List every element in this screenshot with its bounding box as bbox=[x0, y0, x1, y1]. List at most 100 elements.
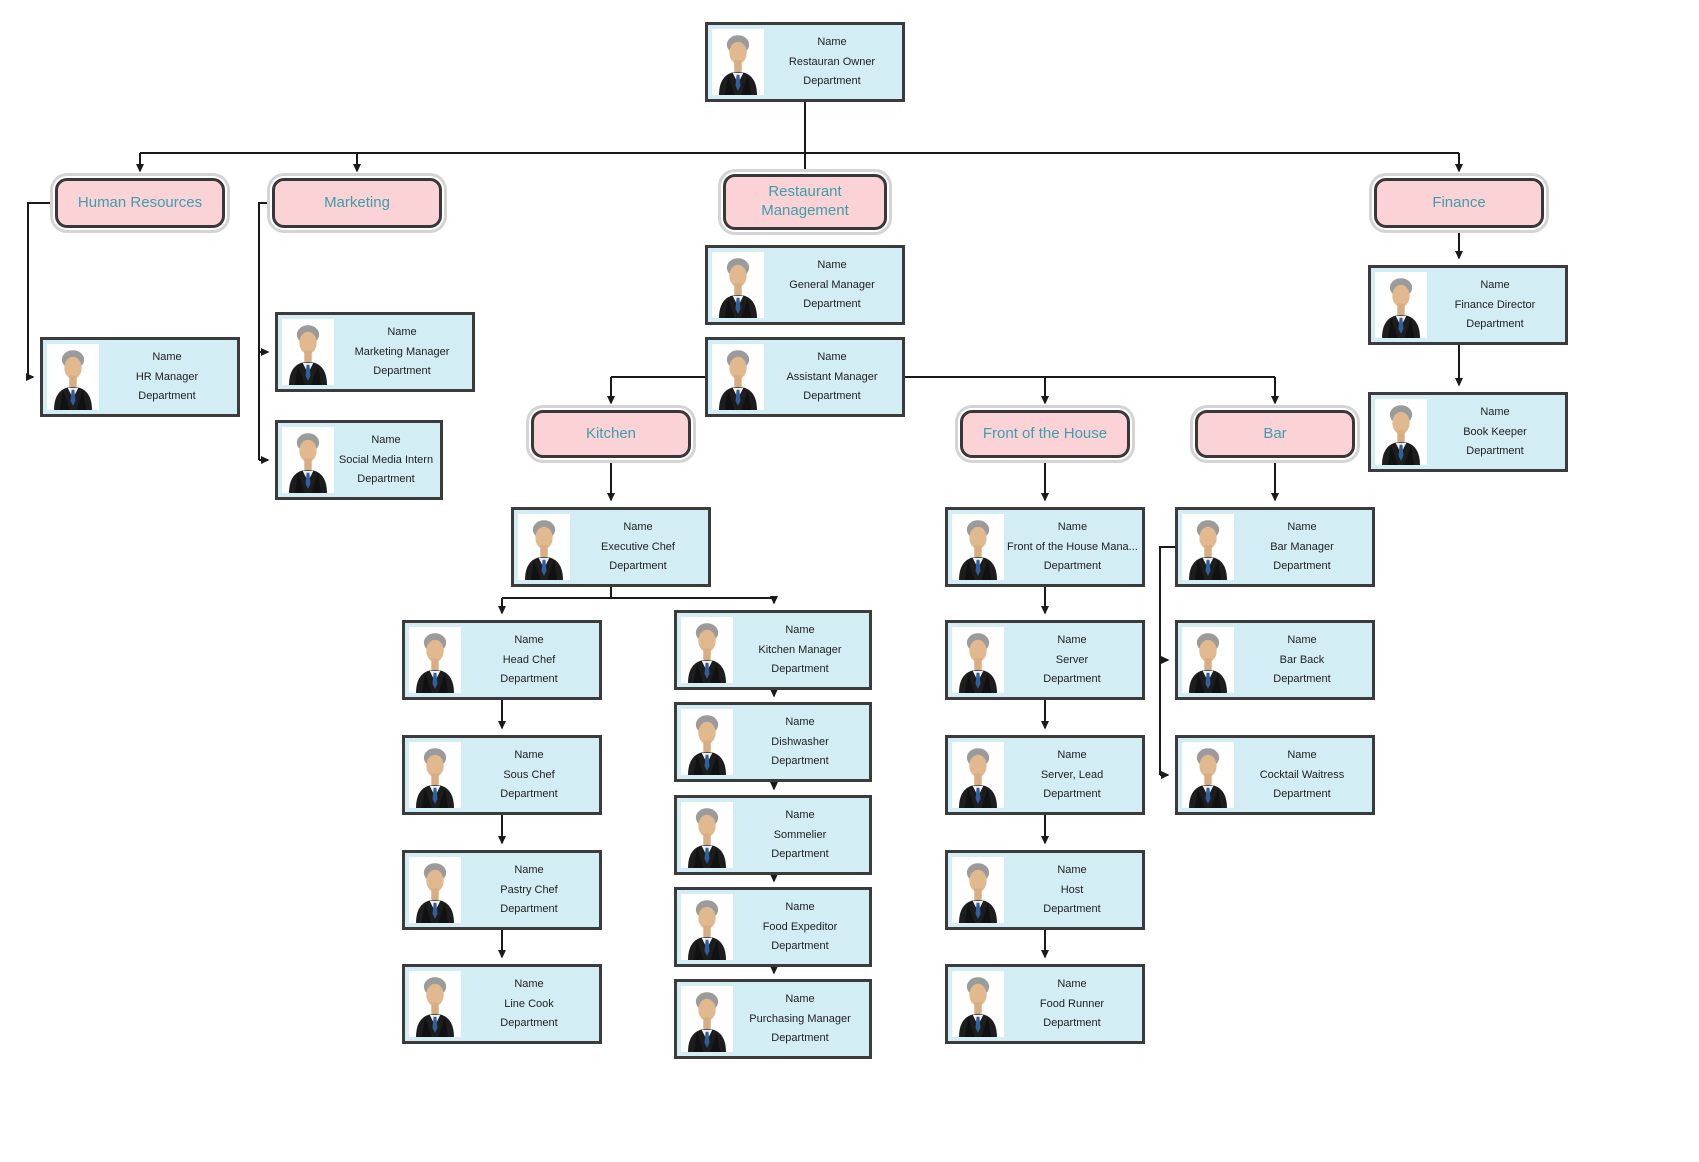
card-social-media-intern[interactable]: Name Social Media Intern Department bbox=[275, 420, 443, 500]
card-general-manager[interactable]: Name General Manager Department bbox=[705, 245, 905, 325]
card-food-expeditor[interactable]: Name Food Expeditor Department bbox=[674, 887, 872, 967]
person-avatar-icon bbox=[1375, 399, 1427, 465]
department-field-label: Department bbox=[500, 673, 558, 685]
connector-marketing-hook bbox=[258, 202, 272, 460]
name-label: Name bbox=[371, 434, 401, 446]
department-field-label: Department bbox=[500, 788, 558, 800]
role-label: Book Keeper bbox=[1463, 425, 1527, 438]
card-bar-manager[interactable]: Name Bar Manager Department bbox=[1175, 507, 1375, 587]
person-photo bbox=[1182, 627, 1234, 693]
person-avatar-icon bbox=[409, 742, 461, 808]
person-photo bbox=[1375, 272, 1427, 338]
department-field-label: Department bbox=[609, 560, 667, 572]
person-avatar-icon bbox=[681, 894, 733, 960]
name-label: Name bbox=[1287, 749, 1317, 761]
name-label: Name bbox=[514, 634, 544, 646]
card-head-chef[interactable]: Name Head Chef Department bbox=[402, 620, 602, 700]
person-photo bbox=[681, 986, 733, 1052]
dept-restaurant-management[interactable]: Restaurant Management bbox=[723, 174, 887, 230]
department-label: Bar bbox=[1263, 424, 1287, 442]
card-line-cook[interactable]: Name Line Cook Department bbox=[402, 964, 602, 1044]
dept-bar[interactable]: Bar bbox=[1195, 410, 1355, 458]
role-label: Food Expeditor bbox=[762, 920, 838, 933]
role-label: Bar Manager bbox=[1270, 540, 1334, 553]
card-pastry-chef[interactable]: Name Pastry Chef Department bbox=[402, 850, 602, 930]
card-restaurant-owner[interactable]: Name Restauran Owner Department bbox=[705, 22, 905, 102]
person-photo bbox=[409, 742, 461, 808]
name-label: Name bbox=[785, 901, 815, 913]
card-sous-chef[interactable]: Name Sous Chef Department bbox=[402, 735, 602, 815]
department-field-label: Department bbox=[771, 755, 829, 767]
role-label: Bar Back bbox=[1279, 653, 1325, 666]
department-label: Human Resources bbox=[77, 193, 203, 211]
role-label: Pastry Chef bbox=[500, 883, 558, 896]
person-avatar-icon bbox=[952, 742, 1004, 808]
department-field-label: Department bbox=[771, 663, 829, 675]
department-field-label: Department bbox=[1043, 903, 1101, 915]
card-hr-manager[interactable]: Name HR Manager Department bbox=[40, 337, 240, 417]
role-label: Server, Lead bbox=[1040, 768, 1104, 781]
card-book-keeper[interactable]: Name Book Keeper Department bbox=[1368, 392, 1568, 472]
role-label: Purchasing Manager bbox=[749, 1012, 851, 1025]
person-avatar-icon bbox=[712, 344, 764, 410]
person-avatar-icon bbox=[1375, 272, 1427, 338]
card-server[interactable]: Name Server Department bbox=[945, 620, 1145, 700]
department-field-label: Department bbox=[1043, 673, 1101, 685]
department-field-label: Department bbox=[1273, 560, 1331, 572]
person-avatar-icon bbox=[47, 344, 99, 410]
department-field-label: Department bbox=[357, 473, 415, 485]
card-host[interactable]: Name Host Department bbox=[945, 850, 1145, 930]
role-label: Host bbox=[1060, 883, 1084, 896]
dept-kitchen[interactable]: Kitchen bbox=[531, 410, 691, 458]
department-field-label: Department bbox=[771, 848, 829, 860]
person-photo bbox=[952, 627, 1004, 693]
person-avatar-icon bbox=[952, 971, 1004, 1037]
role-label: Server bbox=[1055, 653, 1089, 666]
role-label: Kitchen Manager bbox=[758, 643, 842, 656]
card-marketing-manager[interactable]: Name Marketing Manager Department bbox=[275, 312, 475, 392]
person-avatar-icon bbox=[409, 857, 461, 923]
person-photo bbox=[409, 971, 461, 1037]
name-label: Name bbox=[817, 36, 847, 48]
person-photo bbox=[1182, 742, 1234, 808]
card-bar-back[interactable]: Name Bar Back Department bbox=[1175, 620, 1375, 700]
name-label: Name bbox=[152, 351, 182, 363]
person-photo bbox=[518, 514, 570, 580]
person-photo bbox=[952, 971, 1004, 1037]
role-label: Cocktail Waitress bbox=[1259, 768, 1345, 781]
card-executive-chef[interactable]: Name Executive Chef Department bbox=[511, 507, 711, 587]
person-photo bbox=[681, 617, 733, 683]
department-field-label: Department bbox=[1043, 560, 1102, 572]
card-purchasing-manager[interactable]: Name Purchasing Manager Department bbox=[674, 979, 872, 1059]
person-photo bbox=[952, 742, 1004, 808]
role-label: Front of the House Mana... bbox=[1007, 540, 1138, 553]
person-photo bbox=[1182, 514, 1234, 580]
card-food-runner[interactable]: Name Food Runner Department bbox=[945, 964, 1145, 1044]
name-label: Name bbox=[623, 521, 653, 533]
person-avatar-icon bbox=[681, 802, 733, 868]
name-label: Name bbox=[1287, 634, 1317, 646]
department-label: Restaurant Management bbox=[761, 183, 849, 219]
department-label: Finance bbox=[1432, 193, 1486, 211]
dept-front-of-the-house[interactable]: Front of the House bbox=[960, 410, 1130, 458]
person-photo bbox=[712, 29, 764, 95]
card-assistant-manager[interactable]: Name Assistant Manager Department bbox=[705, 337, 905, 417]
person-photo bbox=[712, 344, 764, 410]
person-photo bbox=[681, 802, 733, 868]
name-label: Name bbox=[514, 978, 544, 990]
dept-finance[interactable]: Finance bbox=[1374, 178, 1544, 228]
person-avatar-icon bbox=[952, 627, 1004, 693]
role-label: Assistant Manager bbox=[786, 370, 878, 383]
card-dishwasher[interactable]: Name Dishwasher Department bbox=[674, 702, 872, 782]
card-kitchen-manager[interactable]: Name Kitchen Manager Department bbox=[674, 610, 872, 690]
card-cocktail-waitress[interactable]: Name Cocktail Waitress Department bbox=[1175, 735, 1375, 815]
card-sommelier[interactable]: Name Sommelier Department bbox=[674, 795, 872, 875]
dept-marketing[interactable]: Marketing bbox=[272, 178, 442, 228]
person-avatar-icon bbox=[712, 252, 764, 318]
dept-human-resources[interactable]: Human Resources bbox=[55, 178, 225, 228]
card-server-lead[interactable]: Name Server, Lead Department bbox=[945, 735, 1145, 815]
card-front-of-the-house-manager[interactable]: Name Front of the House Mana... Departme… bbox=[945, 507, 1145, 587]
card-finance-director[interactable]: Name Finance Director Department bbox=[1368, 265, 1568, 345]
department-field-label: Department bbox=[803, 75, 861, 87]
